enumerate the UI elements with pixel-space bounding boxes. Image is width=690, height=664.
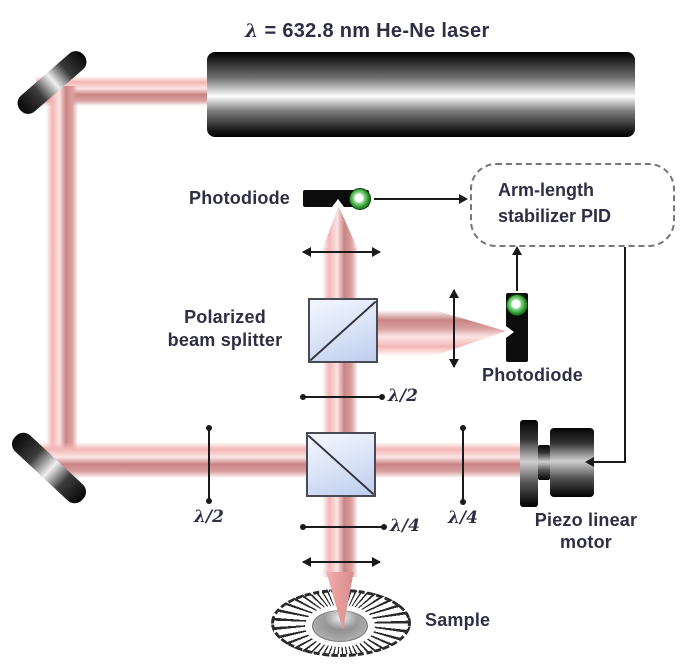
pid-stabilizer-box: Arm-length stabilizer PID	[470, 163, 675, 247]
pbs-label: Polarized beam splitter	[155, 306, 295, 352]
half-waveplate-left-label: λ/2	[194, 507, 224, 527]
polarized-beam-splitter-cube-1	[308, 298, 378, 363]
laser-title: λ = 632.8 nm He-Ne laser	[245, 20, 490, 43]
sample-label: Sample	[425, 610, 491, 630]
double-arrow-right-photodiode	[453, 290, 455, 367]
quarter-waveplate-bottom	[302, 526, 385, 528]
beam-converge-to-top-photodiode	[322, 206, 358, 250]
photodiode-top-led	[349, 188, 371, 210]
beam-top-mirror-to-bottom-mirror	[46, 86, 78, 472]
half-waveplate-left	[208, 427, 210, 502]
pid-line1: Arm-length	[498, 180, 594, 200]
arrow-into-pid-left	[459, 194, 468, 204]
piezo-motor-hub	[538, 445, 550, 480]
photodiode-top-notch	[332, 199, 344, 207]
line-pid-to-motor	[587, 461, 626, 463]
quarter-waveplate-right	[462, 427, 464, 503]
quarter-waveplate-right-label: λ/4	[448, 508, 478, 528]
line-top-photodiode-to-pid	[374, 198, 460, 200]
beam-bs1-to-right-photodiode	[378, 310, 434, 356]
piezo-label-line1: Piezo linear	[534, 510, 638, 530]
double-arrow-above-bs1	[303, 251, 380, 253]
photodiode-right-label: Photodiode	[482, 365, 583, 385]
piezo-motor-flange	[520, 420, 538, 507]
photodiode-top-label: Photodiode	[189, 188, 290, 208]
beam-converge-to-right-photodiode	[434, 310, 506, 356]
laser-title-lambda: λ	[245, 20, 259, 42]
pbs-label-line1: Polarized	[184, 307, 266, 327]
half-waveplate-mid	[302, 396, 383, 398]
laser-title-rest: = 632.8 nm He-Ne laser	[258, 20, 490, 42]
quarter-waveplate-bottom-label: λ/4	[390, 516, 420, 536]
photodiode-right-notch	[506, 326, 514, 338]
piezo-motor-label: Piezo linear motor	[520, 509, 652, 553]
arrow-into-motor	[585, 457, 594, 467]
bs1-diagonal	[309, 300, 377, 361]
line-pid-down	[624, 247, 626, 463]
half-waveplate-mid-label: λ/2	[388, 386, 418, 406]
photodiode-right-led	[506, 294, 528, 316]
double-arrow-above-sample	[303, 561, 380, 563]
beam-bottom-mirror-to-piezo	[40, 442, 522, 478]
line-right-photodiode-to-pid	[516, 253, 518, 291]
laser-body	[207, 52, 635, 137]
beam-splitter-cube-2	[306, 432, 376, 497]
bs2-diagonal	[307, 434, 375, 495]
pbs-label-line2: beam splitter	[167, 330, 283, 350]
pid-line2: stabilizer PID	[498, 206, 612, 226]
arrow-into-pid-bottom	[512, 246, 522, 255]
piezo-label-line2: motor	[560, 532, 612, 552]
